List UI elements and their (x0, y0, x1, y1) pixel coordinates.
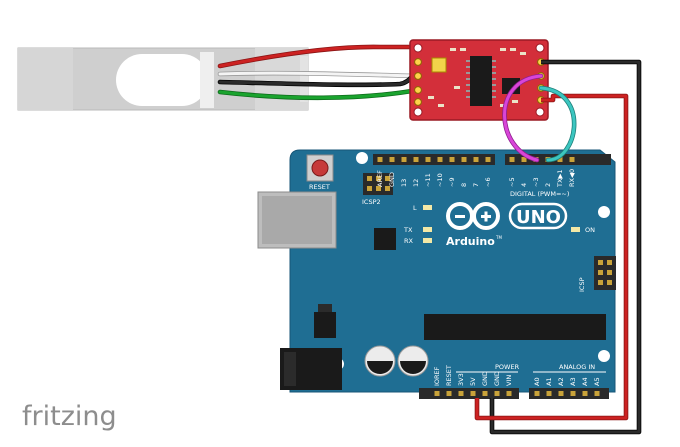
power-pin-3V3[interactable] (458, 391, 464, 396)
digital-pin-~6[interactable] (485, 157, 491, 162)
digital-pin-label: 4 (520, 183, 528, 187)
analog-pin-A2[interactable] (558, 391, 564, 396)
digital-pin-label: ~10 (436, 173, 444, 187)
power-pin-5V[interactable] (470, 391, 476, 396)
power-pin-GND[interactable] (482, 391, 488, 396)
digital-pin-~11[interactable] (425, 157, 431, 162)
digital-pin-4[interactable] (521, 157, 527, 162)
analog-pin-A1[interactable] (546, 391, 552, 396)
digital-pin-label: 13 (400, 179, 408, 187)
voltage-regulator (314, 312, 336, 338)
digital-pin-label: 7 (472, 183, 480, 187)
digital-pin-AREF[interactable] (377, 157, 383, 162)
digital-pin-label: AREF (376, 170, 384, 187)
digital-pin-label: GND (388, 172, 396, 187)
digital-pin-7[interactable] (473, 157, 479, 162)
capacitor (364, 345, 396, 377)
mount-hole (598, 350, 610, 362)
reset-label: RESET (309, 183, 330, 191)
digital-pin-label: TX▶1 (556, 169, 564, 188)
hx711-crystal (431, 57, 447, 73)
atmega328-chip (424, 314, 606, 340)
analog-pin-label: A3 (569, 377, 577, 386)
usb-chip (374, 228, 396, 250)
analog-pin-A0[interactable] (534, 391, 540, 396)
analog-pin-label: A4 (581, 377, 589, 386)
power-pin-label: 5V (469, 377, 477, 386)
digital-pin-~5[interactable] (509, 157, 515, 162)
digital-pin-RX◀0[interactable] (569, 157, 575, 162)
hx711-module (409, 39, 549, 121)
digital-pin-label: ~6 (484, 177, 492, 187)
digital-pin-label: RX◀0 (568, 169, 576, 187)
digital-pin-12[interactable] (413, 157, 419, 162)
power-pin-label: 3V3 (457, 373, 465, 386)
capacitor (397, 345, 429, 377)
analog-pin-label: A1 (545, 377, 553, 386)
arduino-wordmark: Arduino (446, 235, 495, 248)
power-label: POWER (495, 363, 520, 371)
icsp-label: ICSP (578, 277, 586, 292)
power-pin-IOREF[interactable] (434, 391, 440, 396)
load-cell-hole (116, 54, 208, 106)
digital-pin-label: ~9 (448, 177, 456, 187)
model-name: UNO (516, 207, 561, 228)
uno-badge (508, 202, 568, 230)
digital-label: DIGITAL (PWM=~) (510, 190, 569, 198)
analog-pin-A5[interactable] (594, 391, 600, 396)
digital-pin-TX▶1[interactable] (557, 157, 563, 162)
power-pin-RESET[interactable] (446, 391, 452, 396)
power-pin-label: GND (481, 371, 489, 386)
analog-pin-label: A5 (593, 377, 601, 386)
power-pin-GND[interactable] (494, 391, 500, 396)
mount-hole (356, 152, 368, 164)
led-l (423, 205, 432, 210)
arduino-wires (474, 59, 642, 435)
led-rx-label: RX (404, 237, 414, 245)
power-pin-VIN[interactable] (506, 391, 512, 396)
digital-pin-8[interactable] (461, 157, 467, 162)
digital-pin-label: 2 (544, 183, 552, 187)
icsp-header (594, 256, 616, 290)
hx711-chip (470, 56, 492, 106)
power-pin-label: GND (493, 371, 501, 386)
led-rx (423, 238, 432, 243)
led-tx-label: TX (403, 226, 413, 234)
digital-pin-label: 12 (412, 179, 420, 187)
digital-pin-label: 8 (460, 183, 468, 187)
digital-pin-label: ~3 (532, 177, 540, 187)
digital-pin-~10[interactable] (437, 157, 443, 162)
led-on-label: ON (585, 226, 595, 234)
led-l-label: L (413, 204, 417, 212)
trademark: TM (495, 235, 502, 240)
fritzing-logo: fritzing (22, 401, 117, 432)
digital-pin-~9[interactable] (449, 157, 455, 162)
load-cell-wires (217, 44, 421, 101)
power-pin-label: VIN (505, 375, 513, 386)
icsp2-label: ICSP2 (362, 198, 381, 206)
power-pin-label: RESET (445, 365, 453, 386)
analog-pin-A4[interactable] (582, 391, 588, 396)
digital-pin-label: ~5 (508, 177, 516, 187)
led-on (571, 227, 580, 232)
analog-pin-A3[interactable] (570, 391, 576, 396)
digital-header-left (373, 154, 495, 165)
led-tx (423, 227, 432, 232)
power-header (419, 388, 519, 399)
analog-header (529, 388, 609, 399)
arduino-logo-icon (446, 202, 500, 230)
digital-pin-GND[interactable] (389, 157, 395, 162)
digital-pin-label: ~11 (424, 173, 432, 187)
mount-hole (598, 206, 610, 218)
power-pin-label: IOREF (433, 366, 441, 386)
analog-pin-label: A0 (533, 377, 541, 386)
analog-label: ANALOG IN (559, 363, 595, 371)
digital-pin-13[interactable] (401, 157, 407, 162)
analog-pin-label: A2 (557, 377, 565, 386)
